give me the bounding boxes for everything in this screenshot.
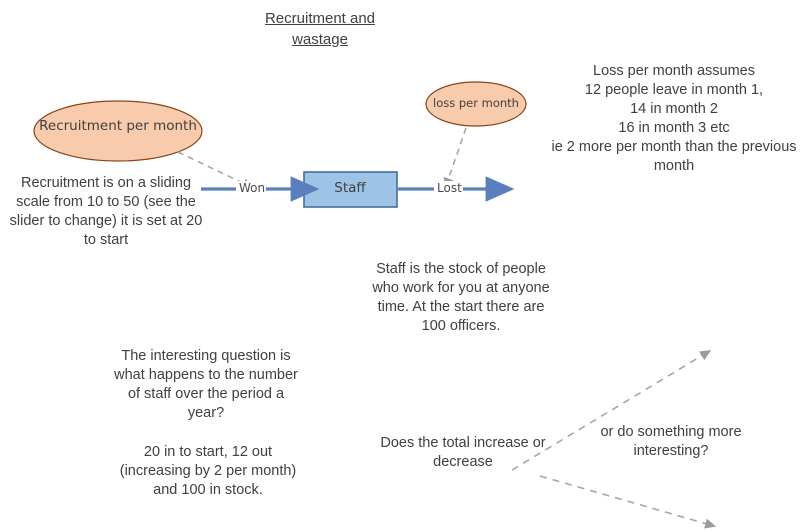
page-title: Recruitment and wastage	[264, 10, 376, 48]
loss-per-month-ellipse[interactable]	[425, 81, 527, 127]
note-staff-stock: Staff is the stock of people who work fo…	[372, 261, 550, 334]
loss-per-month-label: loss per month	[433, 96, 519, 110]
loss-to-outflow-connector	[443, 127, 467, 190]
note-interesting-question: The interesting question is what happens…	[114, 348, 298, 421]
note-loss-assumption: Loss per month assumes 12 people leave i…	[551, 63, 797, 174]
staff-box-label: Staff	[334, 180, 366, 196]
note-initial-values-summary: 20 in to start, 12 out (increasing by 2 …	[119, 444, 297, 498]
recruitment-per-month-ellipse[interactable]	[33, 100, 203, 162]
decrease-annotation-arrow	[539, 475, 717, 529]
outflow-valve-label-lost[interactable]: Lost	[436, 181, 463, 195]
inflow-valve-label-won[interactable]: Won	[238, 181, 267, 195]
recruitment-per-month-label: Recruitment per month	[39, 118, 197, 134]
note-recruitment-scale: Recruitment is on a sliding scale from 1…	[9, 175, 203, 248]
note-total-increase-decrease: Does the total increase or decrease	[380, 435, 546, 470]
note-something-more-interesting: or do something more interesting?	[600, 424, 742, 459]
